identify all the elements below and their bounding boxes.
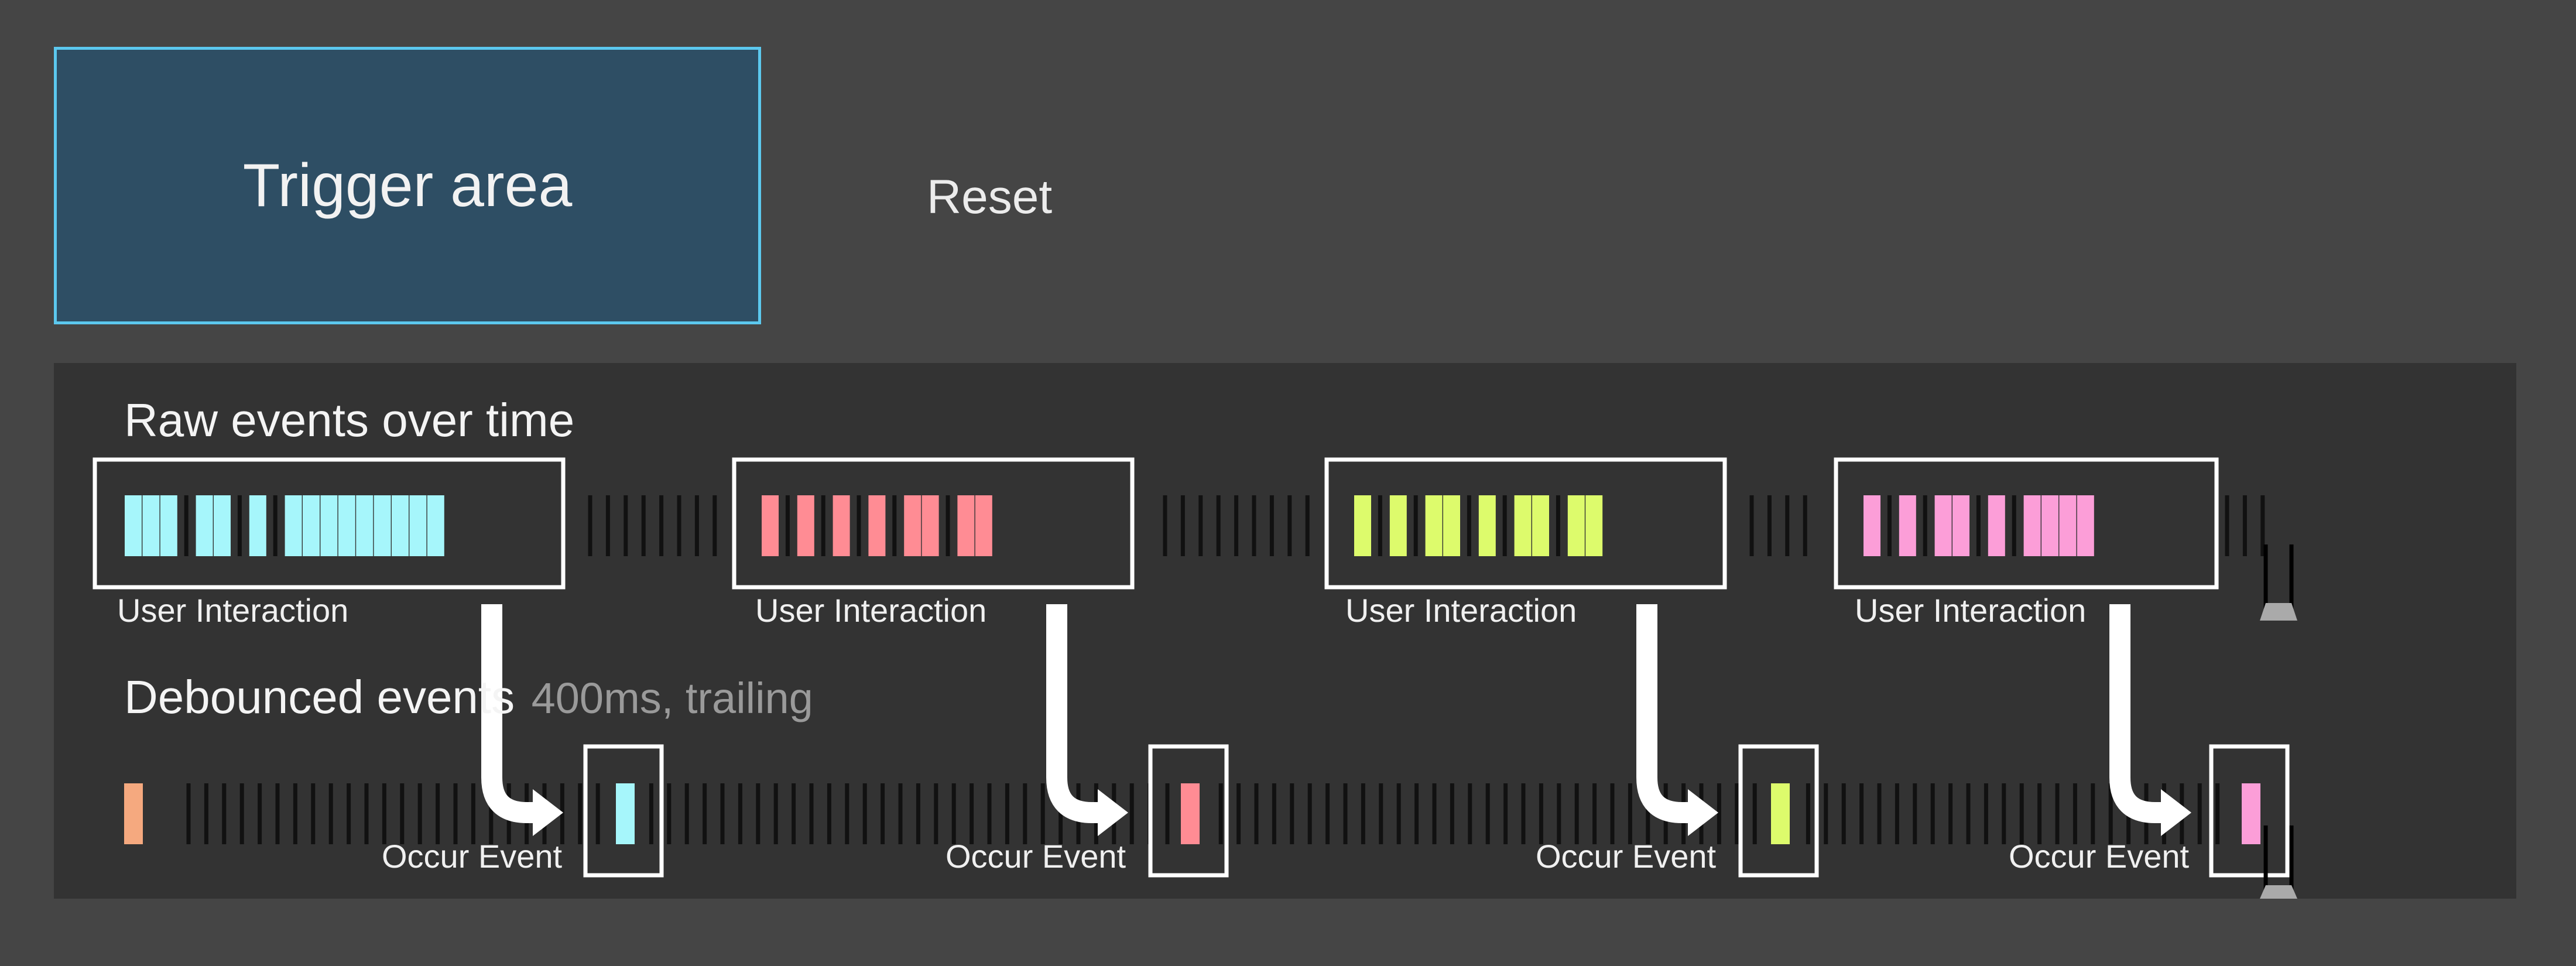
debounced-event-bar xyxy=(1181,783,1200,844)
timeline-diagram: Raw events over time Debounced events 40… xyxy=(93,394,2297,899)
flow-arrow-shaft xyxy=(481,604,537,823)
raw-event-bar xyxy=(427,495,444,556)
raw-event-bar xyxy=(214,495,231,556)
playheads xyxy=(2260,544,2297,899)
raw-event-bar xyxy=(2023,495,2041,556)
debounced-events-subtitle: 400ms, trailing xyxy=(532,674,813,722)
debounced-events-heading: Debounced events 400ms, trailing xyxy=(124,671,813,723)
debounced-playhead-cap xyxy=(2260,885,2297,899)
occur-event-label: Occur Event xyxy=(2009,838,2190,875)
occur-event-label: Occur Event xyxy=(1536,838,1717,875)
raw-playhead xyxy=(2263,544,2294,612)
user-interaction-box xyxy=(1324,457,1727,590)
flow-arrow-shaft xyxy=(1046,604,1102,823)
raw-event-bar xyxy=(1864,495,1880,556)
user-interaction-label: User Interaction xyxy=(117,592,348,629)
user-interaction-box xyxy=(1834,457,2219,590)
occur-event-box xyxy=(583,744,664,878)
occur-event-labels: Occur Event Occur Event Occur Event Occu… xyxy=(382,838,2190,875)
raw-event-bar xyxy=(1585,495,1603,556)
raw-event-bar xyxy=(1389,495,1407,556)
occur-event-box xyxy=(2209,744,2290,878)
raw-event-bar xyxy=(196,495,213,556)
raw-event-bar xyxy=(356,495,374,556)
raw-idle-ticks xyxy=(184,495,2265,556)
flow-arrowhead xyxy=(533,789,563,836)
raw-event-bar xyxy=(1354,495,1371,556)
raw-event-bar xyxy=(1443,495,1460,556)
debounced-playhead xyxy=(2263,825,2294,896)
flow-arrowhead xyxy=(2161,789,2191,836)
raw-event-bar xyxy=(2077,495,2094,556)
raw-event-bar xyxy=(904,495,922,556)
debounced-event-bars xyxy=(124,783,2260,844)
occur-event-box xyxy=(1148,744,1229,878)
raw-event-bar xyxy=(249,495,266,556)
reset-button[interactable]: Reset xyxy=(926,170,1053,224)
raw-event-bar xyxy=(2059,495,2077,556)
raw-playhead-cap xyxy=(2260,603,2297,621)
raw-event-bar xyxy=(392,495,409,556)
start-marker xyxy=(124,783,143,844)
raw-event-bar xyxy=(797,495,814,556)
user-interaction-label: User Interaction xyxy=(1855,592,2086,629)
occur-event-box xyxy=(1738,744,1819,878)
user-interaction-label: User Interaction xyxy=(1345,592,1577,629)
raw-events-title: Raw events over time xyxy=(124,394,574,446)
raw-event-bar xyxy=(975,495,992,556)
flow-arrow-shaft xyxy=(2109,604,2166,823)
raw-event-bar xyxy=(1899,495,1916,556)
debounced-event-bar xyxy=(2242,783,2260,844)
user-interaction-box xyxy=(732,457,1135,590)
raw-event-bar xyxy=(338,495,355,556)
raw-event-bar xyxy=(320,495,338,556)
raw-event-bar xyxy=(2041,495,2058,556)
raw-event-bar xyxy=(303,495,320,556)
raw-event-bar xyxy=(1988,495,2005,556)
raw-event-bar xyxy=(957,495,975,556)
raw-event-bar xyxy=(1934,495,1952,556)
occur-event-label: Occur Event xyxy=(382,838,563,875)
raw-event-bar xyxy=(142,495,160,556)
raw-event-bar xyxy=(922,495,939,556)
highlight-boxes xyxy=(93,457,2290,878)
flow-arrow-shaft xyxy=(1636,604,1693,823)
raw-event-bar xyxy=(1532,495,1549,556)
debounced-event-bar xyxy=(616,783,635,844)
raw-event-bar xyxy=(125,495,142,556)
raw-event-bar xyxy=(1514,495,1532,556)
user-interaction-labels: User Interaction User Interaction User I… xyxy=(117,592,2086,629)
raw-event-bars xyxy=(125,495,2094,556)
raw-event-bar xyxy=(833,495,850,556)
occur-event-label: Occur Event xyxy=(946,838,1126,875)
raw-event-bar xyxy=(409,495,427,556)
user-interaction-box xyxy=(93,457,566,590)
flow-arrows xyxy=(481,604,2191,836)
flow-arrowhead xyxy=(1688,789,1718,836)
raw-event-bar xyxy=(160,495,177,556)
raw-event-bar xyxy=(285,495,302,556)
flow-arrowhead xyxy=(1098,789,1128,836)
user-interaction-label: User Interaction xyxy=(755,592,986,629)
trigger-area[interactable]: Trigger area xyxy=(54,47,761,324)
timeline-panel: Raw events over time Debounced events 40… xyxy=(54,363,2516,899)
debounced-event-bar xyxy=(1771,783,1790,844)
raw-event-bar xyxy=(1567,495,1585,556)
raw-event-bar xyxy=(868,495,886,556)
raw-event-bar xyxy=(762,495,779,556)
debounced-events-title: Debounced events xyxy=(124,671,515,723)
raw-event-bar xyxy=(1952,495,1969,556)
raw-event-bar xyxy=(1478,495,1496,556)
raw-event-bar xyxy=(374,495,391,556)
raw-event-bar xyxy=(1425,495,1443,556)
